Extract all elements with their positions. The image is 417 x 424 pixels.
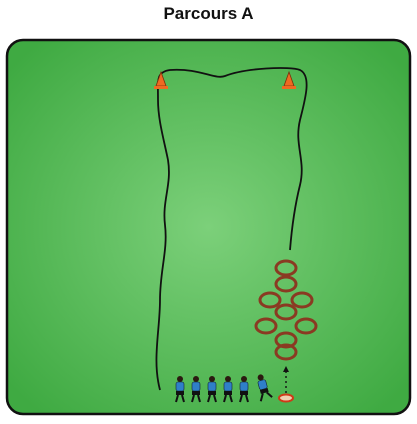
agility-ring-icon xyxy=(294,317,318,335)
traffic-cone-icon xyxy=(154,70,168,89)
running-path xyxy=(155,67,308,391)
page-title: Parcours A xyxy=(163,4,254,23)
agility-ring-icon xyxy=(254,317,278,335)
field xyxy=(5,38,412,416)
agility-ring-icon xyxy=(274,343,298,361)
players-queue xyxy=(175,374,273,403)
agility-ring-icon xyxy=(274,259,298,277)
running-player-icon xyxy=(239,376,249,403)
running-player-icon xyxy=(223,376,233,403)
running-player-icon xyxy=(191,376,201,403)
running-player-icon xyxy=(175,376,185,403)
agility-hoops xyxy=(254,259,318,361)
running-player-icon xyxy=(207,376,217,403)
traffic-cone-icon xyxy=(282,70,296,89)
start-arrow-head xyxy=(283,366,289,372)
flat-disc-marker-icon xyxy=(278,393,294,403)
agility-ring-icon xyxy=(274,303,298,321)
agility-ring-icon xyxy=(274,275,298,293)
agility-ring-icon xyxy=(290,291,314,309)
agility-ring-icon xyxy=(274,331,298,349)
agility-ring-icon xyxy=(258,291,282,309)
